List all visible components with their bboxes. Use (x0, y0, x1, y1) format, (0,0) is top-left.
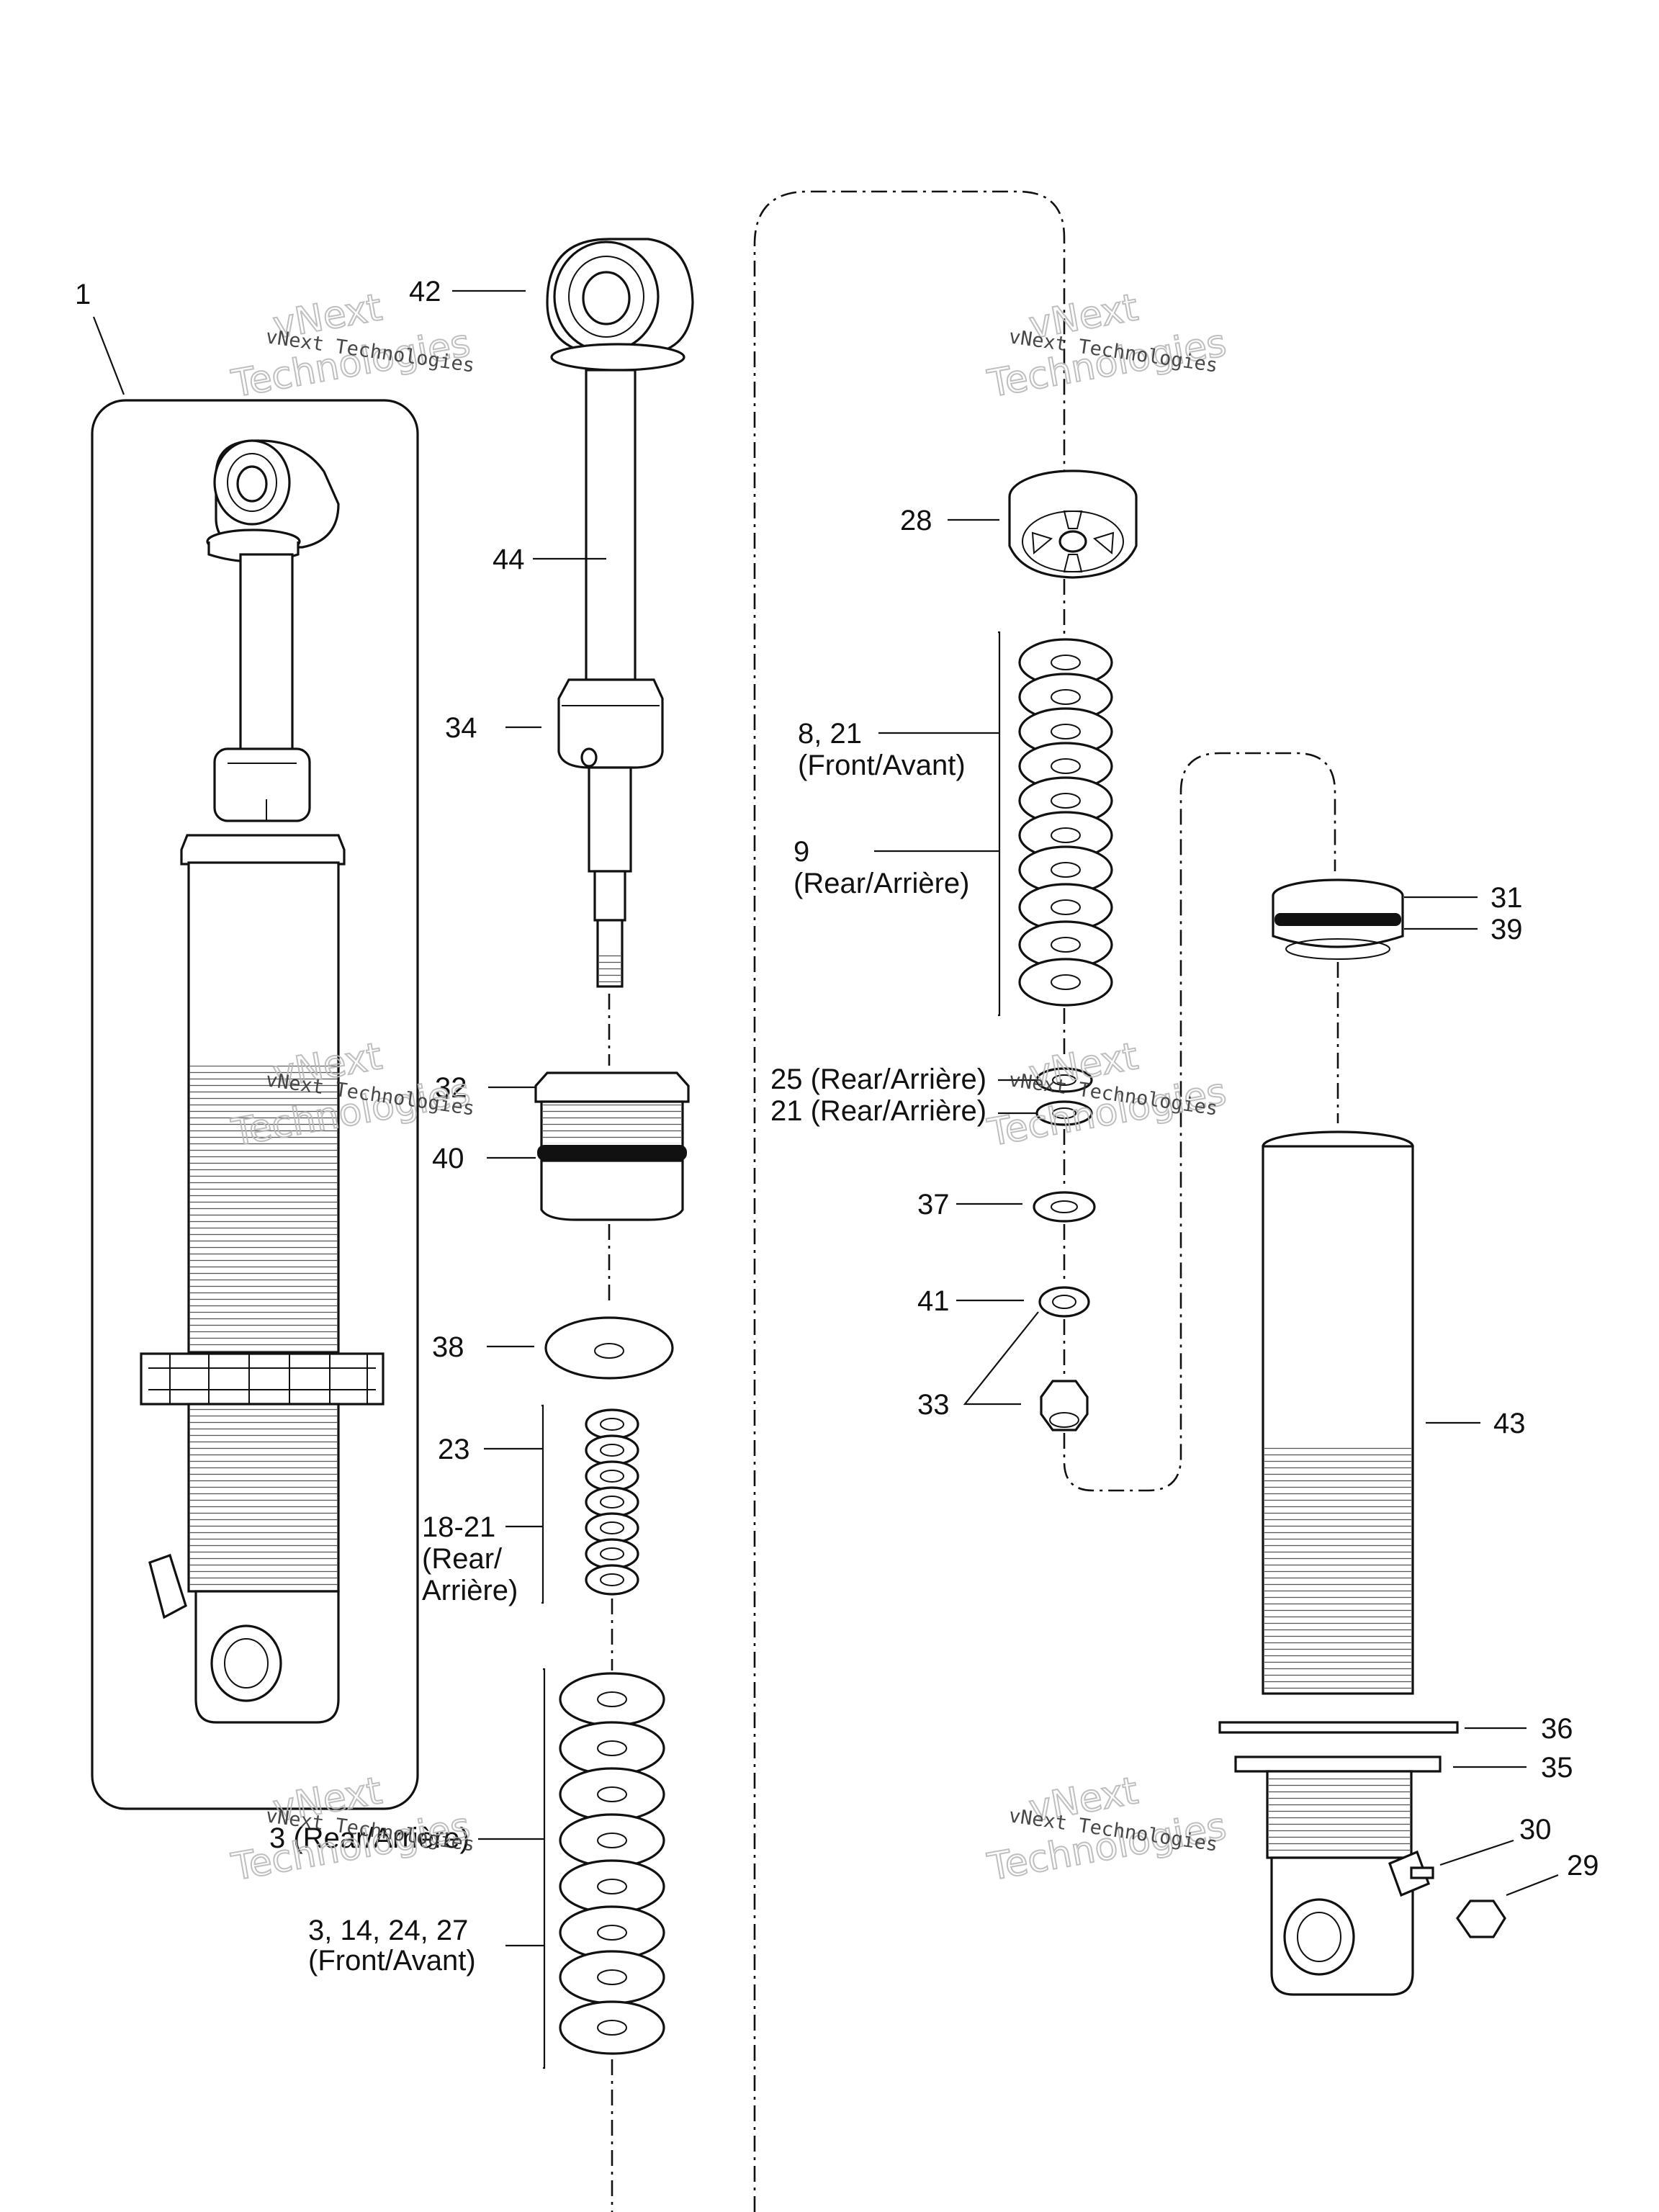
part-bump-stop (1008, 469, 1138, 579)
callout-39: 39 (1491, 914, 1523, 945)
complete-shock-assembly (140, 439, 385, 1724)
group-outline-right (1063, 752, 1336, 1492)
callout-31: 31 (1491, 882, 1523, 914)
callout-40: 40 (432, 1143, 464, 1174)
callout-43: 43 (1493, 1408, 1526, 1439)
callout-18-21-line2: (Rear/ (422, 1543, 503, 1575)
callout-9-line2: (Rear/Arrière) (793, 868, 969, 899)
callout-9: 9 (793, 836, 809, 868)
callout-labels: 1 42 44 34 32 40 38 23 18-21 (Rear/ Arri… (75, 276, 1599, 1977)
callout-21: 21 (Rear/Arrière) (770, 1095, 986, 1127)
part-shim-stack-large (559, 1672, 665, 2055)
callout-23: 23 (438, 1434, 470, 1465)
callout-3-front-line2: (Front/Avant) (308, 1945, 476, 1977)
callout-32: 32 (435, 1072, 467, 1104)
callout-25: 25 (Rear/Arrière) (770, 1064, 986, 1095)
callout-18-21: 18-21 (422, 1511, 495, 1543)
callout-30: 30 (1519, 1814, 1552, 1845)
part-washer-37 (1033, 1191, 1096, 1223)
callout-34: 34 (445, 712, 477, 744)
callout-36: 36 (1541, 1713, 1573, 1745)
callout-8-21: 8, 21 (798, 718, 862, 750)
callout-41: 41 (917, 1285, 950, 1317)
part-body-43 (1218, 1130, 1459, 1996)
part-spring-washers (1018, 638, 1113, 1007)
part-washer-large (544, 1316, 674, 1380)
callout-37: 37 (917, 1189, 950, 1220)
callout-38: 38 (432, 1331, 464, 1363)
part-shaft (557, 369, 664, 988)
leader-lines (92, 289, 1559, 2069)
callout-44: 44 (493, 544, 525, 575)
part-seal-head (534, 1071, 690, 1221)
callout-3-front: 3, 14, 24, 27 (308, 1915, 468, 1946)
callout-28: 28 (900, 505, 932, 536)
part-eyelet-bushing (546, 238, 694, 372)
callout-29: 29 (1567, 1850, 1599, 1881)
callout-18-21-line3: Arrière) (422, 1575, 518, 1606)
callout-35: 35 (1541, 1752, 1573, 1784)
callout-42: 42 (409, 276, 441, 307)
part-shim-stack-small (585, 1408, 639, 1596)
callout-3-rear: 3 (Rear/Arrière) (269, 1822, 469, 1854)
callout-33: 33 (917, 1389, 950, 1421)
part-nut-33 (1040, 1380, 1089, 1431)
callout-1: 1 (75, 279, 91, 310)
callout-8-21-line2: (Front/Avant) (798, 750, 966, 781)
part-cap-31 (1272, 878, 1404, 960)
part-nut-29 (1456, 1899, 1506, 1938)
part-washer-41 (1038, 1286, 1090, 1318)
